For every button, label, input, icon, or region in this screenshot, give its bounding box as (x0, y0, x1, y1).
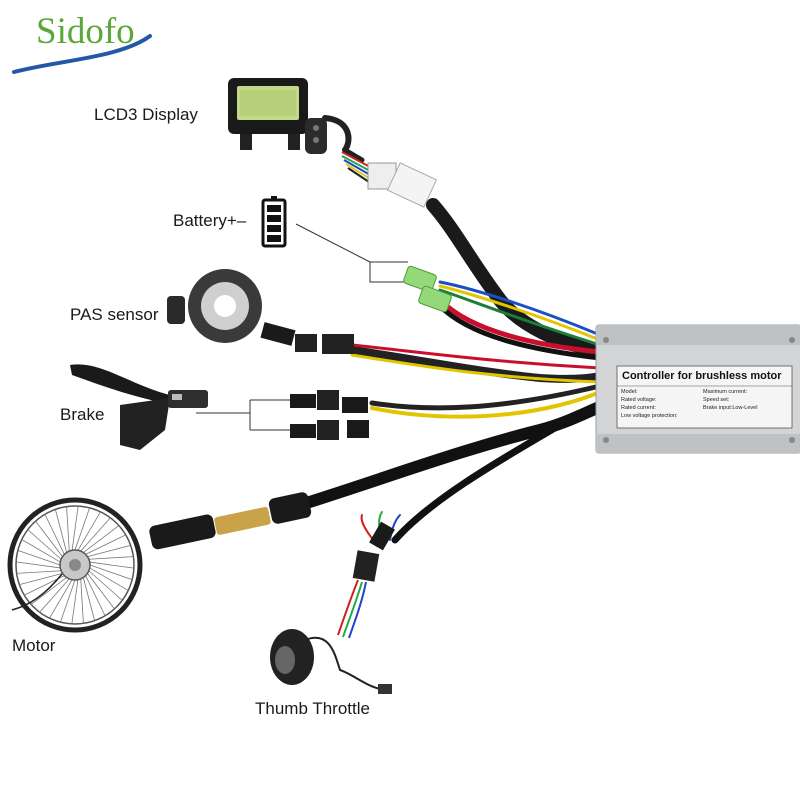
label-lcd-display: LCD3 Display (94, 105, 198, 124)
spec-rated-voltage: Rated voltage: (621, 397, 657, 403)
wheel-spoke (77, 511, 101, 551)
logo-swoosh-icon (12, 34, 152, 74)
spec-brake-input: Brake input:Low-Level (703, 405, 758, 411)
throttle-connector-icon (352, 521, 395, 582)
spec-max-current: Maximum current: (703, 389, 748, 395)
wheel-spoke (60, 579, 76, 623)
pas-sensor-icon (167, 269, 262, 343)
wheel-spoke (39, 578, 70, 613)
battery-connector-icon (403, 265, 452, 313)
wheel-spoke (54, 509, 68, 553)
throttle-lower-wires (337, 579, 367, 639)
wheel-spoke (66, 506, 70, 552)
battery-callout (295, 223, 408, 283)
thumb-throttle-icon (270, 629, 392, 694)
motor-wheel-icon (7, 497, 143, 633)
wheel-spoke (83, 525, 120, 553)
spec-model: Model: (621, 389, 638, 395)
wheel-spoke (80, 517, 111, 552)
wheel-spoke (44, 514, 65, 555)
wheel-spoke (49, 579, 73, 619)
wheel-spoke (16, 561, 61, 569)
pas-connector-icon (260, 322, 354, 354)
controller-spec-list: Model: Rated voltage: Rated current: Low… (621, 389, 711, 421)
wheel-spoke (89, 564, 133, 580)
controller-spec-list-right: Maximum current: Speed set: Brake input:… (703, 389, 793, 413)
wheel-spoke (88, 570, 123, 601)
wheel-spoke (85, 534, 126, 555)
wheel-spoke (74, 507, 90, 551)
wheel-spoke (71, 579, 79, 624)
label-brake: Brake (60, 405, 105, 424)
lcd-display-icon (228, 78, 327, 154)
spec-low-voltage: Low voltage protection: (621, 413, 678, 419)
brake-callout (196, 399, 290, 431)
label-battery: Battery+– (173, 211, 247, 230)
wheel-spoke (89, 561, 134, 569)
controller-box-icon (595, 324, 800, 454)
wheel-spoke (30, 577, 67, 605)
wheel-spoke (80, 578, 84, 624)
pas-cable (348, 343, 604, 384)
label-motor: Motor (12, 636, 56, 655)
battery-wires (437, 280, 603, 361)
wheel-spoke (17, 550, 61, 566)
wheel-spoke (16, 570, 62, 574)
brake-cable (369, 383, 603, 419)
wheel-spoke (27, 529, 62, 560)
brand-logo: Sidofo (36, 11, 135, 52)
wheel-spoke (89, 567, 129, 591)
wheel-spoke (21, 539, 61, 563)
wheel-spoke (71, 506, 79, 551)
wheel-spoke (87, 544, 131, 558)
controller-title: Controller for brushless motor (622, 370, 782, 382)
wheel-spoke (85, 575, 106, 616)
motor-connector-icon (149, 492, 312, 550)
lcd-cable (322, 115, 607, 357)
brake-connector-icon (290, 390, 369, 440)
spec-speed-set: Speed set: (703, 397, 730, 403)
spec-rated-current: Rated current: (621, 405, 656, 411)
wheel-spoke (19, 572, 63, 586)
lcd-connector-icon (367, 162, 438, 208)
wheel-spoke (88, 556, 134, 560)
label-thumb-throttle: Thumb Throttle (255, 699, 370, 718)
wheel-spoke (82, 577, 96, 621)
label-pas-sensor: PAS sensor (70, 305, 159, 324)
wheel-spoke (35, 520, 63, 557)
wheel-spoke (87, 573, 115, 610)
battery-icon (261, 196, 287, 248)
brake-lever-icon (70, 364, 208, 450)
